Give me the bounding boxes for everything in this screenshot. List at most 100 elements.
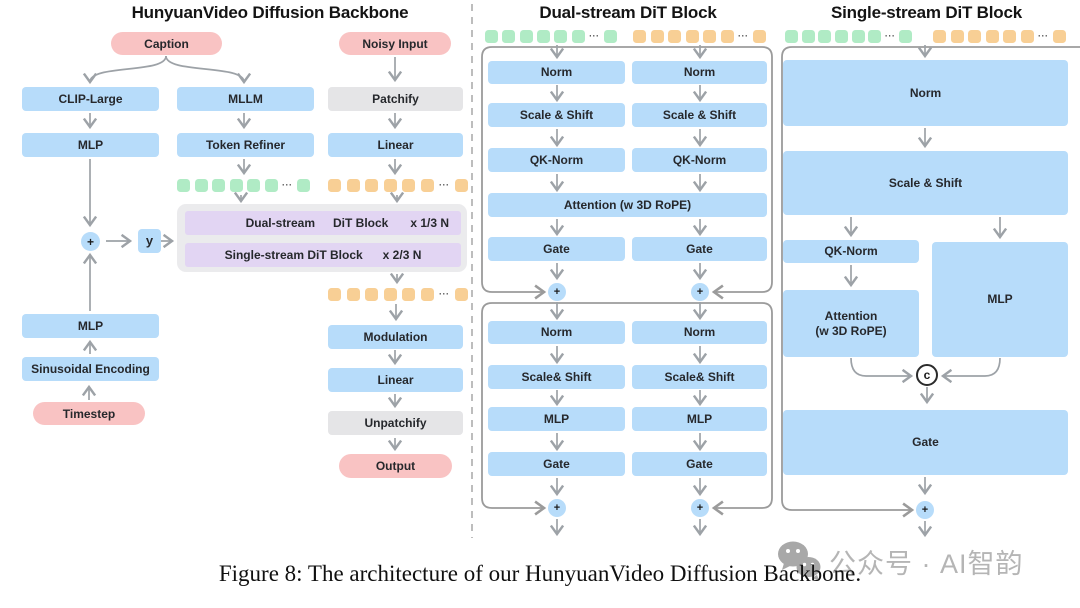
arrow (165, 55, 252, 85)
dual-gate2-right: Gate (632, 452, 767, 476)
orange-token (328, 288, 341, 301)
green-token (177, 179, 190, 192)
residual-line (781, 46, 915, 518)
single-mlp-node: MLP (932, 242, 1068, 357)
orange-token (383, 288, 397, 301)
green-token (554, 30, 568, 43)
orange-token (365, 288, 378, 301)
green-token (868, 30, 882, 43)
dual-norm2-left: Norm (488, 321, 625, 344)
dual-residual-borders (481, 46, 773, 516)
residual-line (711, 46, 773, 300)
green-token (537, 30, 551, 43)
orange-token (968, 30, 981, 43)
green-token (519, 30, 533, 43)
dual-mlp-left: MLP (488, 407, 625, 431)
unpatchify-node: Unpatchify (328, 411, 463, 435)
text-token-row: ··· (177, 179, 310, 192)
dual-qk-norm-left: QK-Norm (488, 148, 625, 172)
orange-token (1053, 30, 1066, 43)
dual-norm1-right: Norm (632, 61, 767, 84)
green-token (212, 179, 225, 192)
dual-attention-node: Attention (w 3D RoPE) (488, 193, 767, 217)
mllm-node: MLLM (177, 87, 314, 111)
green-token (485, 30, 498, 43)
token-ellipsis: ··· (439, 180, 450, 190)
single-gate-node: Gate (783, 410, 1068, 475)
clip-large-node: CLIP-Large (22, 87, 159, 111)
green-token (502, 30, 516, 43)
token-ellipsis: ··· (282, 180, 293, 190)
left-section-arrows (81, 55, 405, 452)
single-stream-title: Single-stream DiT Block (831, 3, 1022, 22)
y-vector-node: y (138, 229, 161, 253)
orange-token (1020, 30, 1034, 43)
token-ellipsis: ··· (884, 31, 896, 41)
single-norm-node: Norm (783, 60, 1068, 126)
orange-token (753, 30, 766, 43)
token-ellipsis: ··· (738, 31, 749, 41)
orange-token (365, 179, 378, 192)
backbone-title: HunyuanVideo Diffusion Backbone (131, 3, 409, 22)
image-token-row: ··· (328, 179, 468, 192)
orange-token (455, 288, 468, 301)
single-attention-node: Attention (w 3D RoPE) (783, 290, 919, 357)
orange-token (633, 30, 646, 43)
green-token (297, 179, 310, 192)
plus-circle: + (548, 499, 566, 517)
caption-node: Caption (111, 32, 222, 55)
orange-token (455, 179, 468, 192)
single-section-arrows (843, 45, 1008, 538)
plus-circle: + (691, 283, 709, 301)
green-token (247, 179, 260, 192)
concat-circle: c (916, 364, 938, 386)
dit-block-count-row: DiT Block x 1/3 N (321, 211, 461, 235)
orange-token (720, 30, 734, 43)
orange-token (383, 179, 397, 192)
dit-block-label: DiT Block (333, 215, 389, 230)
dual-qk-norm-right: QK-Norm (632, 148, 767, 172)
orange-token (985, 30, 999, 43)
token-refiner-node: Token Refiner (177, 133, 314, 157)
linear-in-node: Linear (328, 133, 463, 157)
green-token (898, 30, 912, 43)
dual-section-arrows (549, 45, 708, 537)
dual-scale-shift1-right: Scale & Shift (632, 103, 767, 127)
plus-circle: + (916, 501, 934, 519)
green-token (194, 179, 208, 192)
attention-label-line2: (w 3D RoPE) (815, 323, 887, 338)
orange-token (346, 179, 360, 192)
sinusoidal-encoding-node: Sinusoidal Encoding (22, 357, 159, 381)
orange-token (668, 30, 681, 43)
orange-token (420, 179, 434, 192)
orange-token (950, 30, 964, 43)
watermark-text: 公众号 · AI智韵 (829, 548, 1024, 579)
attention-label-line1: Attention (824, 308, 878, 323)
mlp-time-node: MLP (22, 314, 159, 338)
dual-gate1-right: Gate (632, 237, 767, 261)
dual-norm1-left: Norm (488, 61, 625, 84)
token-ellipsis: ··· (1038, 31, 1049, 41)
dual-scale-shift2-left: Scale& Shift (488, 365, 625, 389)
plus-circle: + (691, 499, 709, 517)
output-node: Output (339, 454, 452, 478)
green-token (571, 30, 585, 43)
residual-line (481, 46, 547, 300)
green-token (785, 30, 798, 43)
orange-token (650, 30, 664, 43)
green-token (801, 30, 815, 43)
residual-line (711, 302, 773, 516)
residual-line (481, 302, 547, 516)
figure-caption: Figure 8: The architecture of our Hunyua… (218, 561, 862, 586)
orange-token (703, 30, 716, 43)
output-token-row: ··· (328, 288, 468, 301)
plus-circle: + (81, 232, 100, 251)
orange-token (402, 179, 415, 192)
dual-mlp-right: MLP (632, 407, 767, 431)
orange-token (420, 288, 434, 301)
green-token (603, 30, 617, 43)
orange-token (328, 179, 341, 192)
linear-out-node: Linear (328, 368, 463, 392)
arrow (850, 357, 914, 384)
